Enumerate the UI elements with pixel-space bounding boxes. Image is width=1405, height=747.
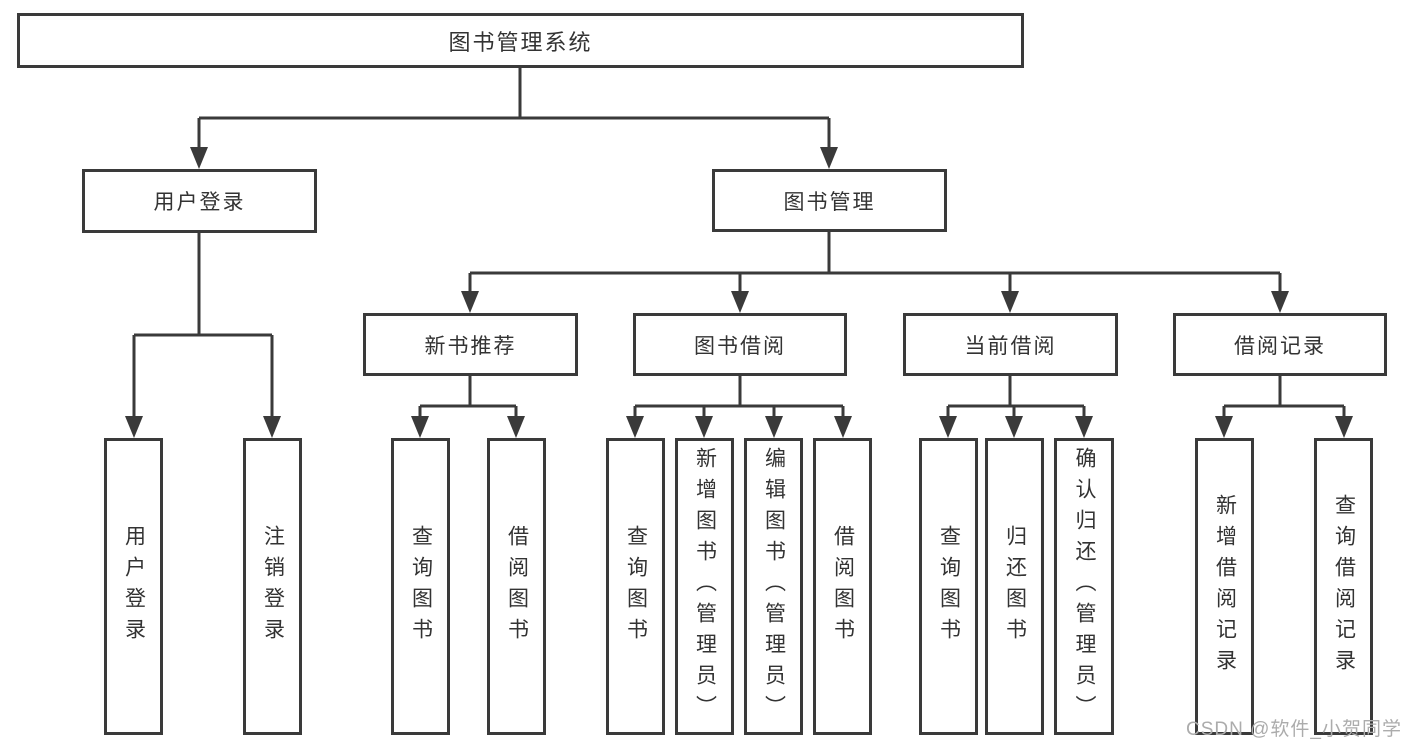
- node-current-borrowing: 当前借阅: [903, 313, 1118, 376]
- leaf-query-books-borrowing-label: 查询图书: [624, 524, 648, 649]
- connector-current-borrowing-to-leaves: [939, 376, 1093, 438]
- arrow-down-icon: [1215, 416, 1233, 438]
- arrow-down-icon: [125, 416, 143, 438]
- arrow-down-icon: [1001, 291, 1019, 313]
- arrow-down-icon: [939, 416, 957, 438]
- leaf-add-borrow-record: 新增借阅记录: [1195, 438, 1254, 735]
- leaf-return-books-label: 归还图书: [1003, 524, 1027, 649]
- leaf-return-books: 归还图书: [985, 438, 1044, 735]
- leaf-query-books-recommend-label: 查询图书: [409, 524, 433, 649]
- node-book-borrowing-label: 图书借阅: [694, 334, 786, 358]
- arrow-down-icon: [1075, 416, 1093, 438]
- leaf-user-login-label: 用户登录: [122, 524, 146, 649]
- arrow-down-icon: [834, 416, 852, 438]
- arrow-down-icon: [263, 416, 281, 438]
- connector-root-to-level2: [190, 68, 838, 169]
- node-book-management-label: 图书管理: [783, 190, 876, 214]
- leaf-add-books-admin-label: 新增图书（管理员）: [693, 447, 717, 726]
- arrow-down-icon: [731, 291, 749, 313]
- node-new-book-recommend: 新书推荐: [363, 313, 578, 376]
- leaf-query-borrow-record-label: 查询借阅记录: [1332, 493, 1356, 680]
- leaf-borrow-books-borrowing: 借阅图书: [813, 438, 872, 735]
- arrow-down-icon: [820, 147, 838, 169]
- leaf-add-borrow-record-label: 新增借阅记录: [1213, 493, 1237, 680]
- leaf-query-borrow-record: 查询借阅记录: [1314, 438, 1373, 735]
- node-new-book-recommend-label: 新书推荐: [424, 334, 517, 358]
- node-user-login-label: 用户登录: [153, 191, 246, 214]
- arrow-down-icon: [1271, 291, 1289, 313]
- arrow-down-icon: [190, 147, 208, 169]
- arrow-down-icon: [1005, 416, 1023, 438]
- arrow-down-icon: [626, 416, 644, 438]
- connector-book-management-to-level3: [461, 232, 1289, 313]
- leaf-user-login: 用户登录: [104, 438, 163, 735]
- node-borrowing-records: 借阅记录: [1173, 313, 1387, 376]
- arrow-down-icon: [411, 416, 429, 438]
- node-book-management: 图书管理: [712, 169, 947, 232]
- arrow-down-icon: [1335, 416, 1353, 438]
- connector-new-book-recommend-to-leaves: [411, 376, 525, 438]
- arrow-down-icon: [695, 416, 713, 438]
- leaf-logout-label: 注销登录: [261, 524, 285, 649]
- leaf-borrow-books-recommend: 借阅图书: [487, 438, 546, 735]
- node-borrowing-records-label: 借阅记录: [1234, 334, 1326, 358]
- leaf-edit-books-admin-label: 编辑图书（管理员）: [762, 447, 786, 726]
- leaf-borrow-books-recommend-label: 借阅图书: [505, 524, 529, 649]
- watermark: CSDN @软件_小贺同学: [1186, 719, 1402, 740]
- leaf-confirm-return-admin: 确认归还（管理员）: [1054, 438, 1114, 735]
- leaf-add-books-admin: 新增图书（管理员）: [675, 438, 734, 735]
- leaf-query-books-current-label: 查询图书: [937, 524, 961, 649]
- node-library-system: 图书管理系统: [17, 13, 1024, 68]
- leaf-confirm-return-admin-label: 确认归还（管理员）: [1073, 447, 1096, 726]
- node-book-borrowing: 图书借阅: [633, 313, 847, 376]
- leaf-edit-books-admin: 编辑图书（管理员）: [744, 438, 803, 735]
- leaf-query-books-borrowing: 查询图书: [606, 438, 665, 735]
- connector-book-borrowing-to-leaves: [626, 376, 852, 438]
- leaf-borrow-books-borrowing-label: 借阅图书: [831, 524, 855, 649]
- node-library-system-label: 图书管理系统: [448, 29, 593, 55]
- arrow-down-icon: [507, 416, 525, 438]
- leaf-logout: 注销登录: [243, 438, 302, 735]
- leaf-query-books-recommend: 查询图书: [391, 438, 450, 735]
- arrow-down-icon: [765, 416, 783, 438]
- leaf-query-books-current: 查询图书: [919, 438, 978, 735]
- node-user-login: 用户登录: [82, 169, 317, 233]
- node-current-borrowing-label: 当前借阅: [964, 334, 1057, 358]
- connector-user-login-to-leaves: [125, 233, 281, 438]
- arrow-down-icon: [461, 291, 479, 313]
- connector-borrowing-records-to-leaves: [1215, 376, 1353, 438]
